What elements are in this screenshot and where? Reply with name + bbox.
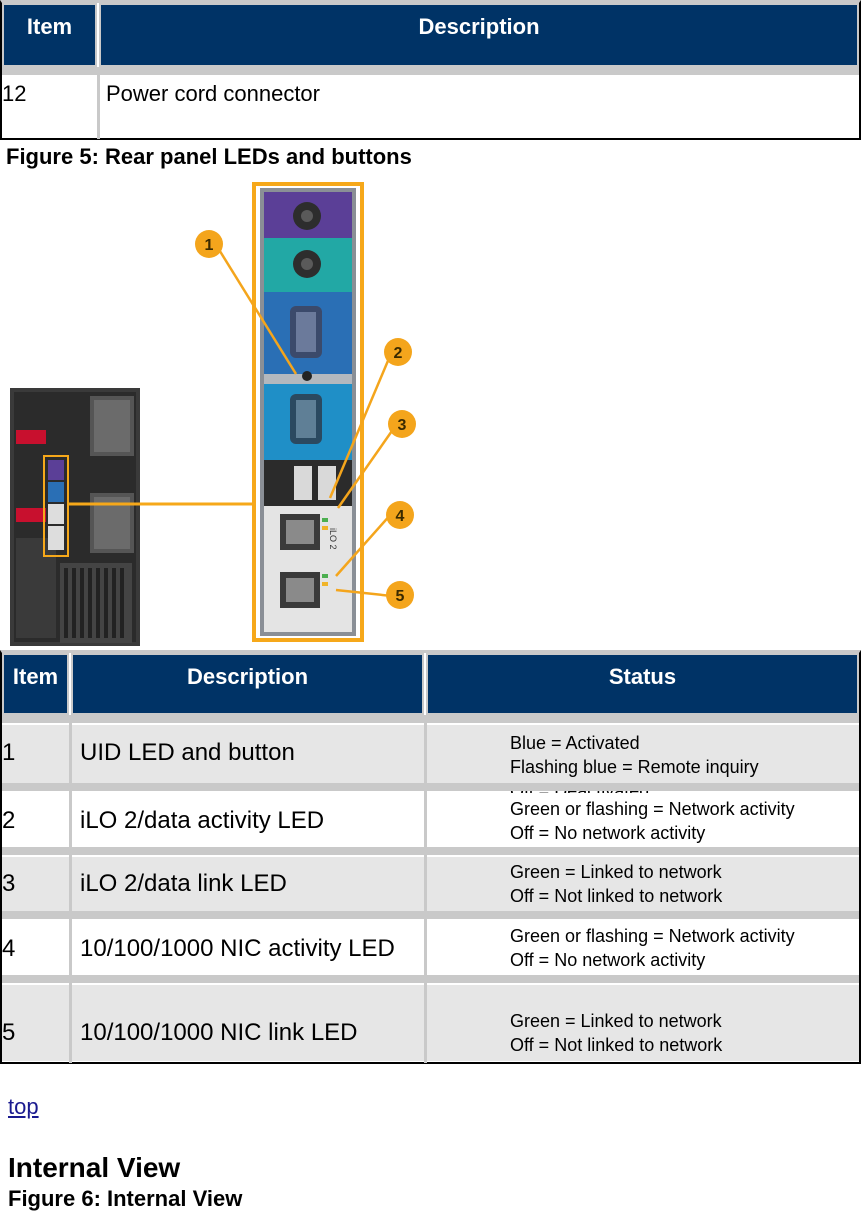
zoomed-io-panel [252, 182, 364, 642]
header-item: Item [2, 3, 97, 67]
section-heading: Internal View [8, 1152, 181, 1183]
led-item-number: 3 [2, 870, 16, 897]
led-description: 10/100/1000 NIC link LED [80, 1019, 358, 1046]
column-divider [97, 75, 100, 139]
led-header-item: Item [2, 653, 69, 715]
led-item-number: 4 [2, 935, 16, 962]
server-tower-image [10, 388, 140, 646]
led-description: UID LED and button [80, 739, 295, 766]
row-separator [2, 911, 859, 919]
callout-5: 5 [386, 581, 414, 609]
row-separator [2, 975, 859, 983]
callout-1: 1 [195, 230, 223, 258]
led-description: 10/100/1000 NIC activity LED [80, 935, 395, 962]
row-separator [2, 783, 859, 791]
led-description: iLO 2/data link LED [80, 870, 287, 897]
led-item-number: 1 [2, 739, 16, 766]
table-row [2, 985, 859, 1061]
header-description-label: Description [418, 14, 540, 39]
column-divider [69, 715, 72, 1063]
header-item-label: Item [26, 14, 73, 39]
column-divider [424, 715, 427, 1063]
callout-4: 4 [386, 501, 414, 529]
status-line: Off = No network activity [510, 950, 706, 970]
led-header-status: Status [426, 653, 859, 715]
header-description: Description [99, 3, 859, 67]
status-line: Off = No network activity [510, 823, 706, 843]
row-separator [2, 715, 859, 723]
led-status-table: Item Description Status 1 UID LED and bu… [0, 650, 861, 1064]
status-line: Green or flashing = Network activity [510, 799, 795, 819]
callout-2: 2 [384, 338, 412, 366]
led-status: Green = Linked to network Off = Not link… [510, 1009, 722, 1057]
figure5-caption: Figure 5: Rear panel LEDs and buttons [6, 144, 412, 169]
led-status: Green = Linked to network Off = Not link… [510, 860, 722, 908]
led-status: Green or flashing = Network activity Off… [510, 924, 795, 972]
callout-3: 3 [388, 410, 416, 438]
led-header-description-label: Description [186, 664, 309, 689]
top-link[interactable]: top [8, 1094, 39, 1119]
status-line: Flashing blue = Remote inquiry [510, 757, 759, 777]
status-line: Blue = Activated [510, 733, 640, 753]
callout-leader-lines [216, 247, 396, 598]
led-header-item-label: Item [12, 664, 59, 689]
status-line: Off = Not linked to network [510, 1035, 723, 1055]
status-line: Green or flashing = Network activity [510, 926, 795, 946]
callout-4-label: 4 [396, 508, 405, 525]
part-description: Power cord connector [106, 81, 320, 106]
led-status: Green or flashing = Network activity Off… [510, 797, 795, 845]
status-line: Green = Linked to network [510, 1011, 722, 1031]
rear-panel-illustration: iLO 2 1 2 3 4 5 [10, 182, 416, 646]
ilo-port-label: iLO 2 [328, 528, 338, 550]
status-line: Off = Not linked to network [510, 886, 723, 906]
callout-2-label: 2 [394, 345, 403, 362]
led-header-status-label: Status [608, 664, 677, 689]
part-item-number: 12 [2, 81, 27, 106]
figure6-caption: Figure 6: Internal View [8, 1186, 243, 1211]
led-item-number: 5 [2, 1019, 16, 1046]
row-separator [2, 847, 859, 855]
callout-3-label: 3 [398, 417, 407, 434]
callout-5-label: 5 [396, 588, 405, 605]
status-line: Green = Linked to network [510, 862, 722, 882]
row-separator [2, 67, 859, 75]
table-row [2, 793, 859, 847]
led-description: iLO 2/data activity LED [80, 807, 325, 834]
table-row [2, 725, 859, 783]
top-parts-table: Item Description 12 Power cord connector [0, 0, 861, 140]
table-row [2, 857, 859, 911]
table-row [2, 921, 859, 975]
callout-1-label: 1 [205, 237, 214, 254]
led-header-description: Description [71, 653, 424, 715]
led-item-number: 2 [2, 807, 16, 834]
rear-panel-figure: iLO 2 1 2 3 4 5 [0, 178, 861, 648]
